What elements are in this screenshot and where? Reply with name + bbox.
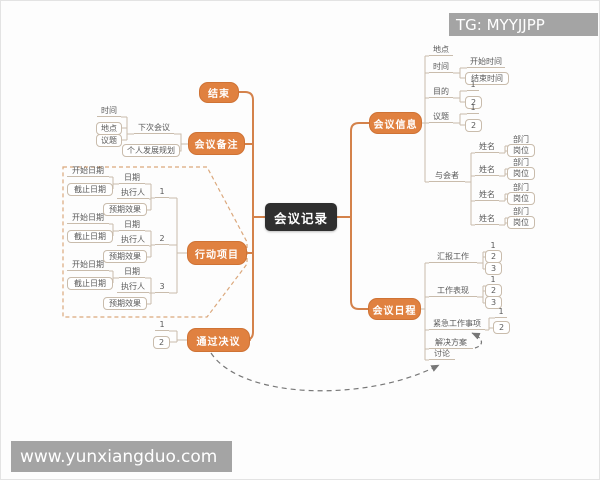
action-1-end-date[interactable]: 截止日期 (67, 183, 113, 196)
info-purpose-2[interactable]: 2 (465, 96, 482, 109)
branch-meeting-agenda[interactable]: 会议日程 (368, 298, 421, 320)
info-topic[interactable]: 议题 (429, 111, 453, 123)
attendee-3-name[interactable]: 姓名 (475, 189, 499, 201)
relationship-arrow-solution-to-urgent (471, 332, 482, 349)
action-3-end-date[interactable]: 截止日期 (67, 277, 113, 290)
info-time[interactable]: 时间 (429, 61, 453, 73)
branch-action-items[interactable]: 行动项目 (187, 241, 247, 265)
action-item-3[interactable]: 3 (155, 281, 169, 293)
branch-resolutions[interactable]: 通过决议 (187, 328, 250, 352)
action-1-start-date[interactable]: 开始日期 (67, 165, 109, 177)
attendee-4-position[interactable]: 岗位 (507, 216, 535, 229)
attendee-1-name[interactable]: 姓名 (475, 141, 499, 153)
topic-next-meeting-topic[interactable]: 议题 (96, 134, 122, 147)
attendee-1-position[interactable]: 岗位 (507, 144, 535, 157)
agenda-urgent-1[interactable]: 1 (495, 306, 507, 318)
info-purpose-1[interactable]: 1 (467, 79, 479, 91)
attendee-3-position[interactable]: 岗位 (507, 192, 535, 205)
action-2-end-date[interactable]: 截止日期 (67, 230, 113, 243)
action-1-expected-result[interactable]: 预期效果 (103, 203, 147, 216)
action-1-executor[interactable]: 执行人 (117, 187, 149, 199)
action-2-executor[interactable]: 执行人 (117, 234, 149, 246)
resolution-2[interactable]: 2 (153, 336, 170, 349)
agenda-urgent-2[interactable]: 2 (493, 321, 510, 334)
action-2-date[interactable]: 日期 (119, 219, 145, 231)
actions-boundary (62, 166, 248, 318)
branch-meeting-notes[interactable]: 会议备注 (188, 132, 245, 155)
action-item-2[interactable]: 2 (155, 233, 169, 245)
branch-end[interactable]: 结束 (199, 82, 239, 103)
info-purpose[interactable]: 目的 (429, 86, 453, 98)
topic-next-meeting-time[interactable]: 时间 (97, 105, 121, 117)
attendee-2-name[interactable]: 姓名 (475, 164, 499, 176)
branch-meeting-info[interactable]: 会议信息 (369, 112, 422, 134)
agenda-performance[interactable]: 工作表现 (429, 285, 477, 297)
action-1-date[interactable]: 日期 (119, 172, 145, 184)
agenda-urgent-items[interactable]: 紧急工作事项 (429, 318, 485, 330)
action-3-expected-result[interactable]: 预期效果 (103, 297, 147, 310)
topic-next-meeting[interactable]: 下次会议 (134, 122, 174, 134)
watermark-telegram: TG: MYYJJPP (449, 13, 598, 36)
action-3-start-date[interactable]: 开始日期 (67, 259, 109, 271)
topic-personal-plan[interactable]: 个人发展规划 (122, 144, 180, 157)
agenda-discussion[interactable]: 讨论 (429, 348, 455, 360)
info-start-time[interactable]: 开始时间 (467, 56, 505, 68)
agenda-report-3[interactable]: 3 (485, 262, 502, 275)
action-2-start-date[interactable]: 开始日期 (67, 212, 109, 224)
watermark-website: www.yunxiangduo.com (11, 441, 232, 472)
relationship-arrow-resolutions-to-discussion (210, 352, 440, 392)
main-branch-lines (238, 91, 370, 341)
agenda-report-work[interactable]: 汇报工作 (429, 251, 477, 263)
action-3-executor[interactable]: 执行人 (117, 281, 149, 293)
action-3-date[interactable]: 日期 (119, 266, 145, 278)
action-item-1[interactable]: 1 (155, 186, 169, 198)
agenda-performance-3[interactable]: 3 (485, 296, 502, 309)
attendee-2-position[interactable]: 岗位 (507, 167, 535, 180)
agenda-solution[interactable]: 解决方案 (429, 337, 473, 349)
root-topic[interactable]: 会议记录 (265, 203, 337, 231)
attendee-4-name[interactable]: 姓名 (475, 213, 499, 225)
info-place[interactable]: 地点 (429, 44, 453, 56)
action-2-expected-result[interactable]: 预期效果 (103, 250, 147, 263)
info-end-time[interactable]: 结束时间 (465, 72, 509, 85)
info-attendees[interactable]: 与会者 (429, 170, 465, 182)
info-topic-2[interactable]: 2 (465, 119, 482, 132)
resolution-1[interactable]: 1 (155, 319, 169, 331)
info-topic-1[interactable]: 1 (467, 102, 479, 114)
